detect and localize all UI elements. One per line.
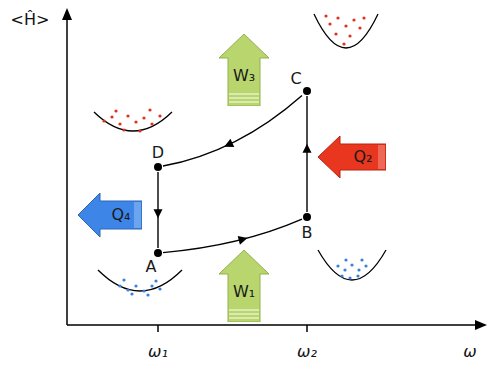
cycle-line: [163, 95, 302, 166]
state-point: B: [302, 212, 312, 222]
work-arrow: W₃: [219, 34, 269, 106]
heat-arrow: Q₂: [318, 136, 386, 178]
axis-arrowhead: [62, 8, 72, 20]
arrowhead: [224, 139, 234, 147]
work-label: W₃: [233, 67, 255, 85]
y-axis: [66, 18, 68, 325]
axis-label: ω₂: [297, 343, 317, 361]
heat-label: Q₂: [353, 148, 372, 166]
state-point: A: [153, 248, 163, 258]
potential-well: [314, 14, 378, 48]
cycle-stroke: [163, 219, 302, 252]
x-axis: [67, 324, 476, 326]
state-point: C: [302, 86, 312, 96]
point-dot: [153, 248, 163, 258]
potential-well: [98, 270, 182, 297]
point-label: D: [152, 144, 164, 162]
cycle-stroke: [154, 172, 163, 248]
axis-label: ω₁: [148, 343, 168, 361]
potential-well: [94, 108, 172, 132]
cycle-line: [306, 96, 307, 212]
work-label: W₁: [233, 283, 255, 301]
axis-tick: [157, 325, 159, 332]
point-label: C: [290, 70, 301, 88]
point-dot: [302, 212, 312, 222]
block-arrow-shape: [78, 193, 142, 237]
point-label: A: [146, 258, 157, 276]
axis-arrowhead: [475, 320, 487, 330]
axis-tick: [306, 325, 308, 332]
arrowhead: [238, 236, 248, 245]
axis-label: ω: [463, 343, 476, 361]
arrowhead: [303, 144, 312, 153]
cycle-stroke: [163, 95, 302, 166]
arrowhead: [154, 209, 163, 218]
point-label: B: [302, 224, 313, 242]
state-point: D: [153, 162, 163, 172]
axis-label: <Ĥ>: [11, 11, 50, 29]
potential-well: [318, 250, 386, 280]
block-arrow-shape: [318, 136, 386, 178]
cycle-stroke: [303, 96, 312, 212]
point-dot: [302, 86, 312, 96]
heat-arrow: Q₄: [78, 193, 142, 237]
heat-label: Q₄: [111, 206, 130, 224]
point-dot: [153, 162, 163, 172]
cycle-line: [163, 219, 302, 252]
work-arrow: W₁: [219, 250, 269, 322]
